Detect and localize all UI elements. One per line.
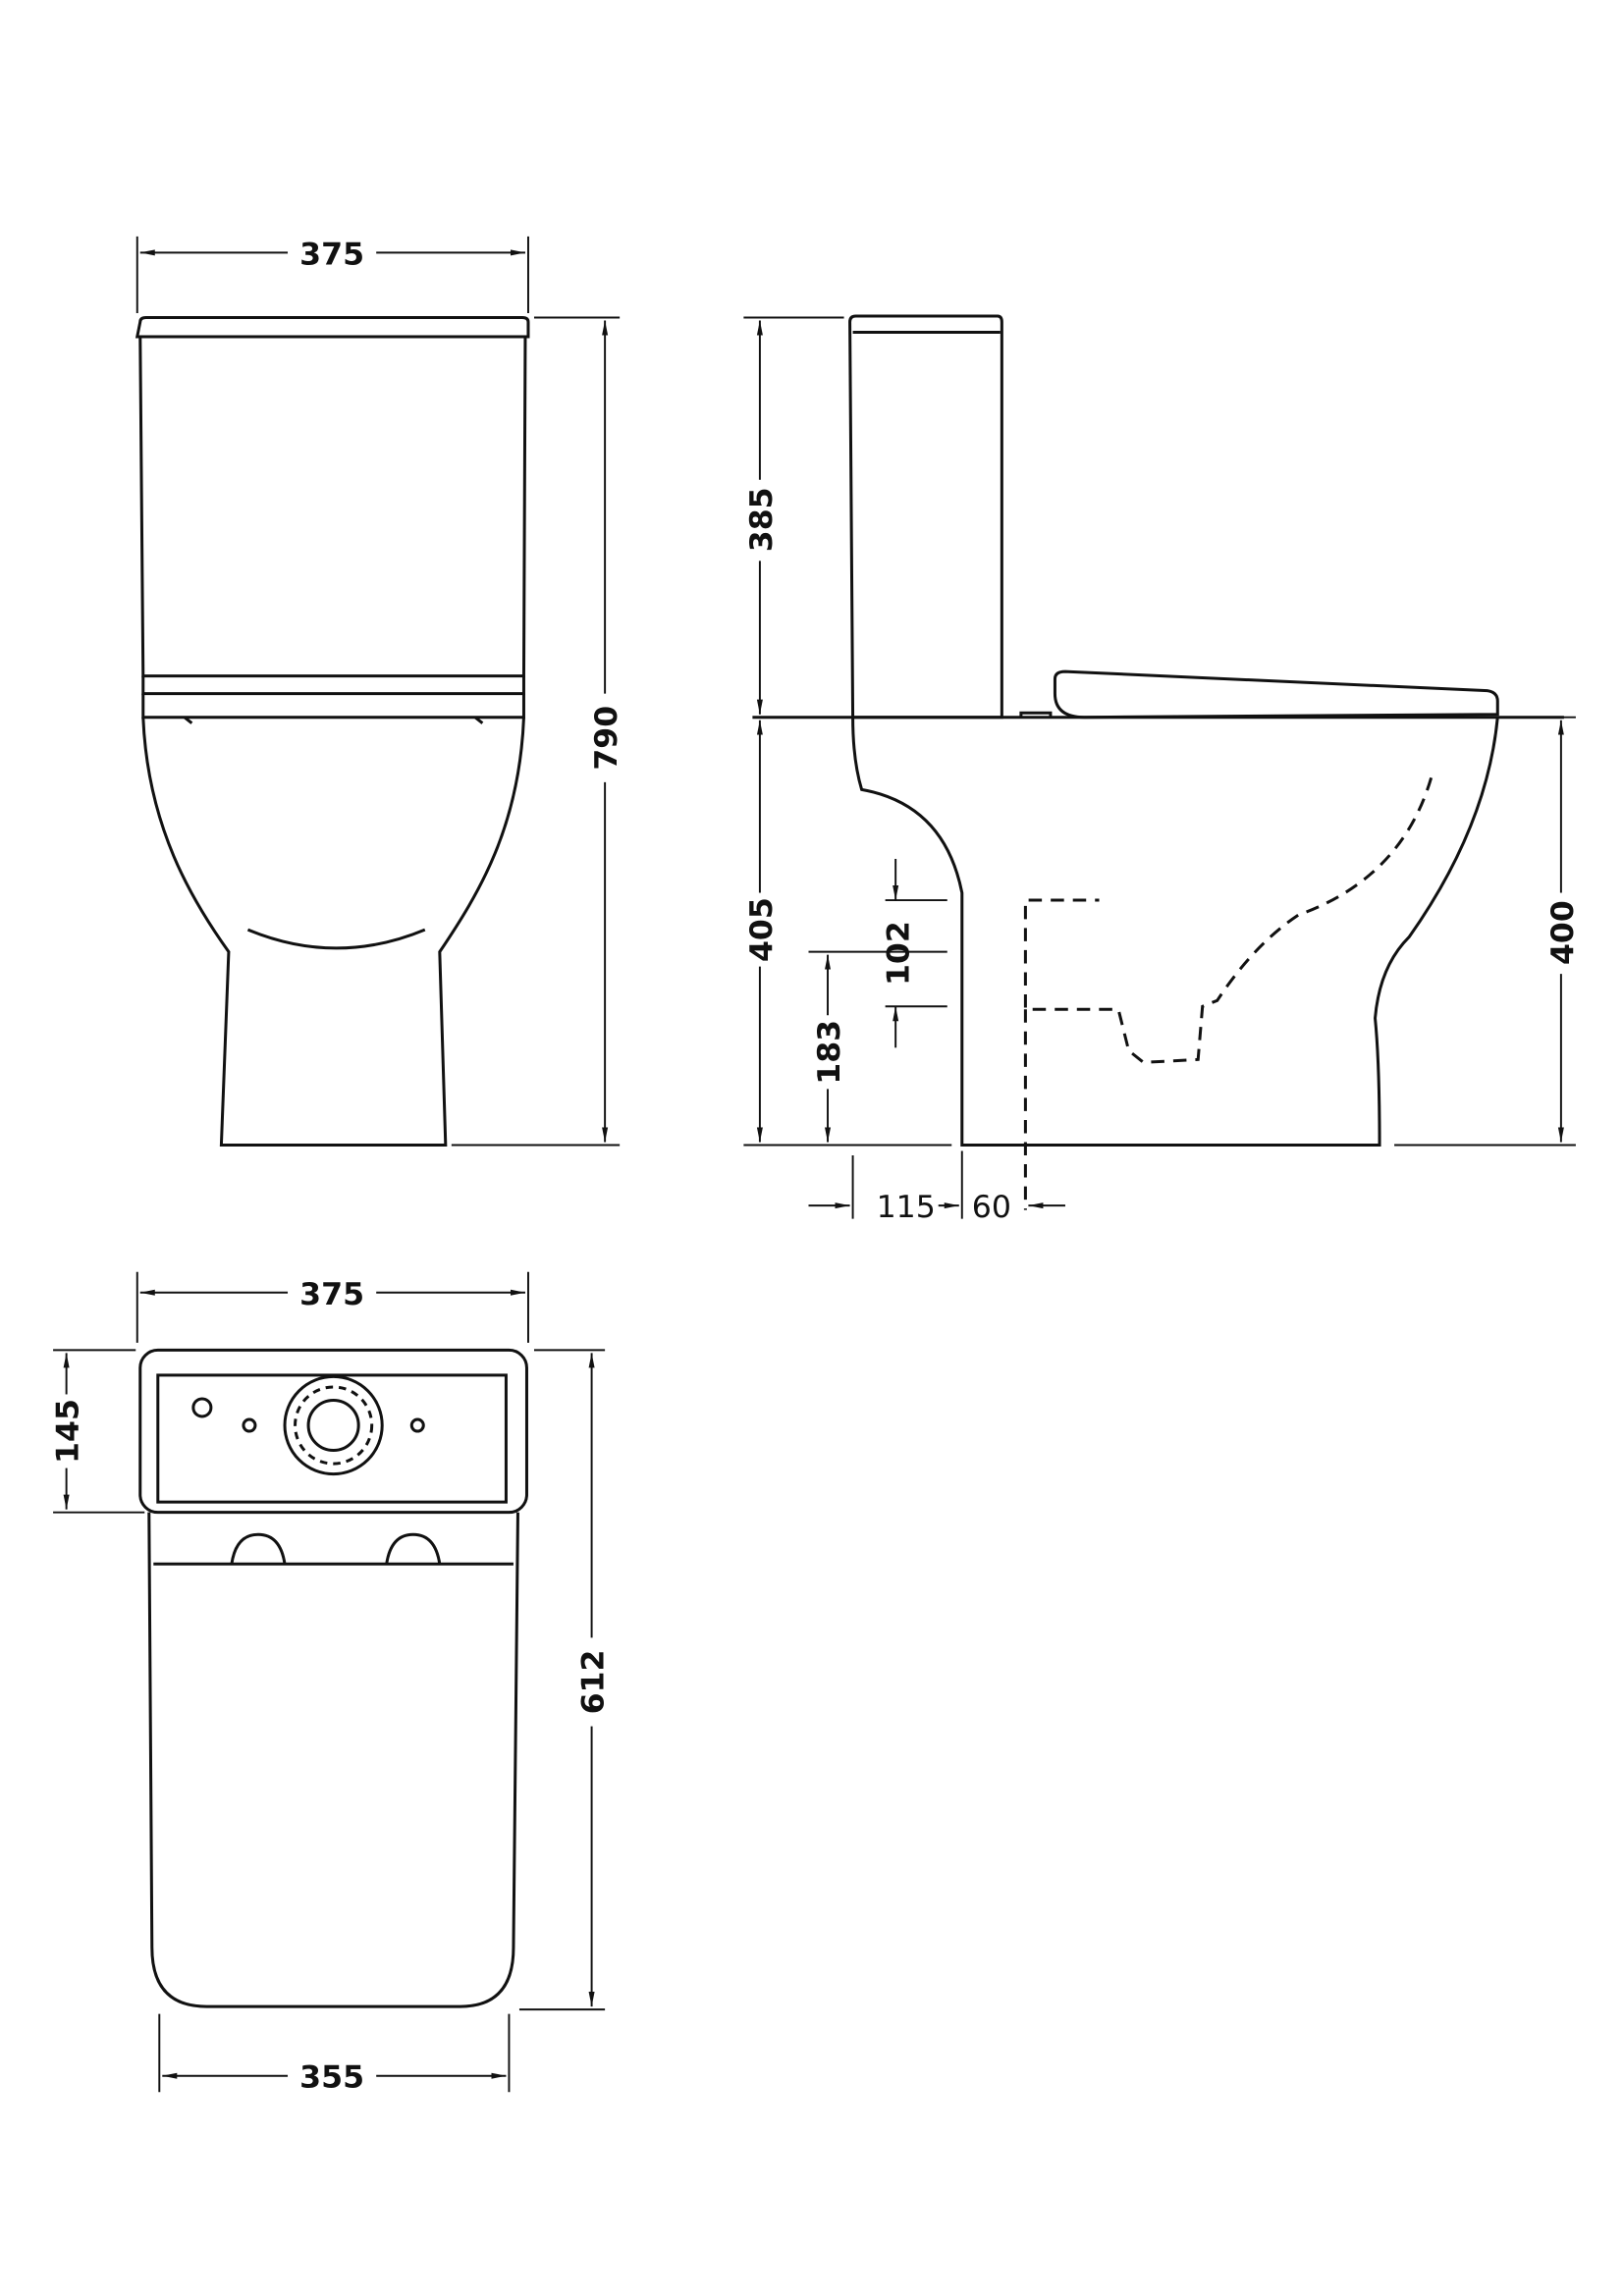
cistern-height-dimension: 385 — [744, 487, 780, 552]
front-view: 375 790 — [135, 236, 624, 1147]
front-width-dimension: 375 — [299, 237, 364, 272]
outlet-offset-dimension: 60 — [972, 1190, 1011, 1225]
pan-height-right-dimension: 400 — [1545, 900, 1581, 965]
wall-to-pan-dimension: 115 — [877, 1190, 936, 1225]
pan-width-dimension: 355 — [299, 2060, 364, 2096]
side-view: 385 405 400 102 183 115 60 — [743, 314, 1581, 1225]
pan-height-left-dimension: 405 — [744, 897, 780, 962]
outlet-height-dimension: 183 — [812, 1020, 847, 1085]
plan-cistern-width-dimension: 375 — [299, 1277, 364, 1312]
outlet-diameter-dimension: 102 — [882, 921, 917, 986]
front-height-dimension: 790 — [589, 706, 624, 771]
total-depth-dimension: 612 — [576, 1650, 612, 1715]
cistern-depth-dimension: 145 — [51, 1399, 86, 1464]
plan-view: 375 145 612 355 — [51, 1271, 612, 2096]
